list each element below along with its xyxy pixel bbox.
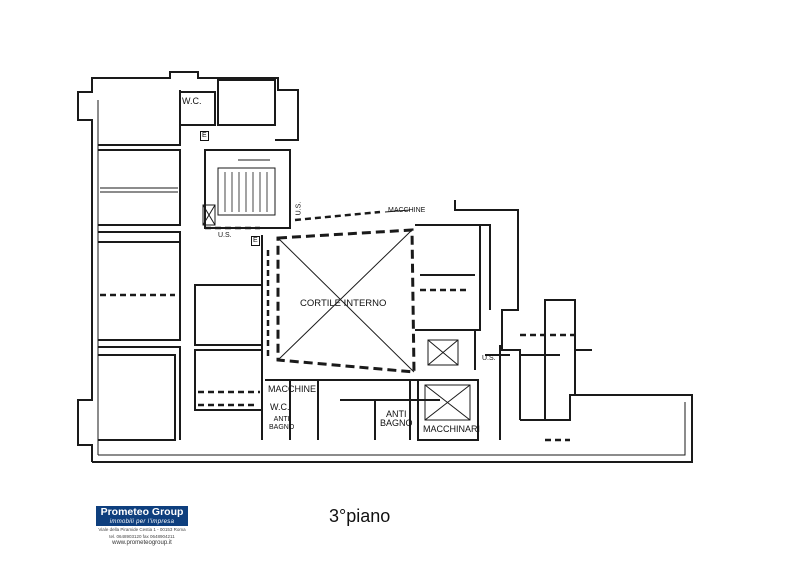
room-label-macchinari: MACCHINARI: [423, 424, 481, 434]
room-label-macchine-top: MACCHINE: [388, 207, 426, 214]
window-hatches: [100, 160, 411, 213]
room-label-wc-top: W.C.: [182, 96, 202, 106]
logo-address-1: Viale della Piramide Cestia 1 - 00153 Ro…: [98, 527, 186, 532]
marker-e-1: E: [200, 131, 209, 141]
floor-label: 3°piano: [329, 506, 391, 526]
logo-tagline: immobili per l'impresa: [96, 518, 188, 526]
room-walls: [98, 79, 510, 441]
logo-name: Prometeo Group: [96, 506, 188, 518]
marker-us-3: U.S.: [482, 355, 496, 362]
room-label-macchine-bottom: MACCHINE: [268, 384, 317, 394]
small-shaft: [202, 204, 216, 226]
marker-us-1: U.S.: [218, 232, 232, 239]
company-logo: Prometeo Group immobili per l'impresa Vi…: [96, 506, 188, 547]
macchinari-shaft: [424, 339, 471, 421]
logo-address-2: tel. 0648903120 fax 0648904211: [109, 534, 175, 539]
logo-website: www.prometeogroup.it: [112, 540, 172, 546]
marker-us-2: U.S.: [295, 201, 303, 216]
outer-walls: [77, 71, 693, 463]
room-label-anti-bagno-right: ANTI BAGNO: [380, 409, 413, 428]
room-label-wc-bottom: W.C.: [270, 402, 290, 412]
room-label-cortile: CORTILE INTERNO: [300, 298, 387, 309]
courtyard: [276, 228, 416, 374]
dashed-partitions: [100, 210, 575, 442]
marker-e-2: E: [251, 236, 260, 246]
room-label-anti-bagno-left: ANTI BAGNO: [269, 416, 295, 431]
